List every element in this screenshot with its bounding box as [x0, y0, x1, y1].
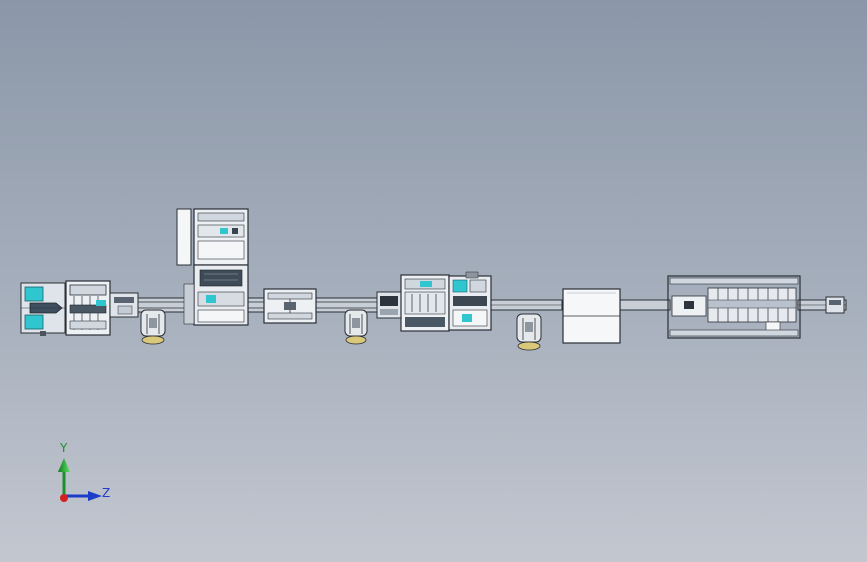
x-axis-origin	[60, 494, 68, 502]
transfer-block-1[interactable]	[109, 292, 139, 318]
feeder-block[interactable]	[376, 291, 402, 319]
inspection-cabinet[interactable]	[176, 208, 249, 326]
y-axis-label: Y	[60, 441, 68, 455]
robot-arm-1[interactable]	[140, 309, 166, 345]
y-axis-arrow	[58, 458, 70, 472]
robot-arm-2[interactable]	[344, 309, 368, 345]
robot-arm-3[interactable]	[516, 313, 542, 351]
coordinate-triad: Y Z	[40, 438, 130, 518]
triad-axes	[58, 458, 102, 502]
assembly-station[interactable]	[400, 271, 492, 332]
open-frame-station[interactable]	[263, 288, 317, 324]
packing-frame[interactable]	[667, 275, 801, 339]
z-axis-arrow	[88, 491, 102, 501]
outfeed-end[interactable]	[825, 296, 845, 314]
loader-station[interactable]	[20, 282, 66, 336]
press-station[interactable]	[65, 280, 111, 336]
z-axis-label: Z	[102, 486, 111, 500]
enclosed-cell[interactable]	[562, 288, 621, 344]
